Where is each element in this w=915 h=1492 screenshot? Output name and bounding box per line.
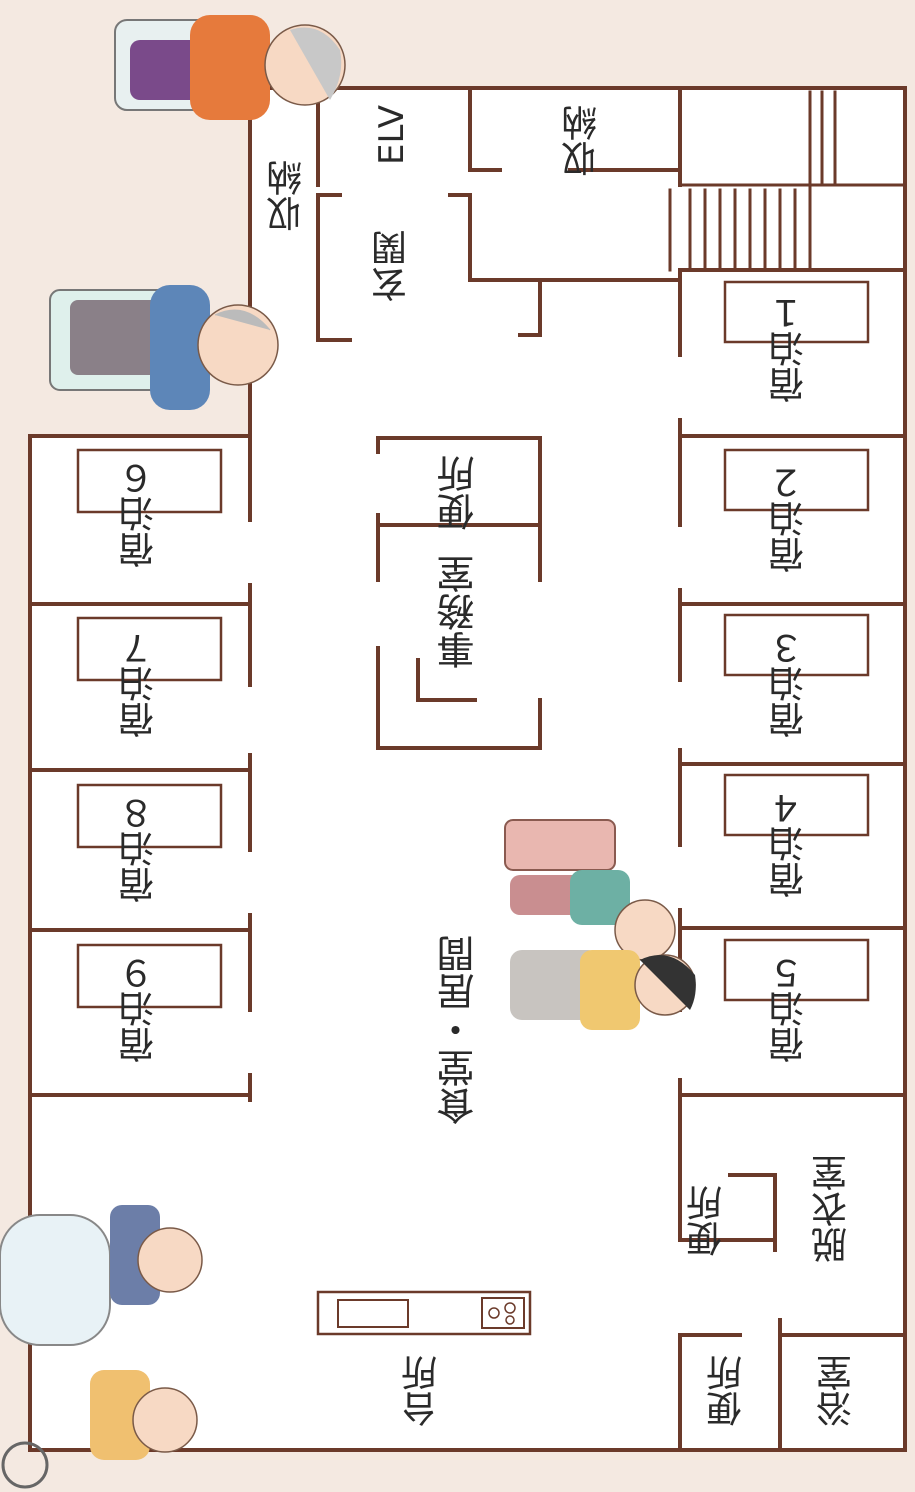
room-elv-label: ELV	[372, 105, 412, 165]
room-genkan-label: 玄関	[372, 230, 413, 302]
bed-stay5	[723, 938, 870, 1002]
elders-at-table-icon	[0, 1205, 203, 1489]
room-stay4-label: 宿泊４	[769, 790, 810, 898]
bed-stay2	[723, 448, 870, 512]
right-wing-walls	[678, 86, 907, 1452]
room-stay5-label: 宿泊５	[769, 955, 810, 1063]
room-dining-label: 食堂・居間	[437, 935, 481, 1125]
elderly-man-in-wheelchair-icon	[49, 285, 279, 410]
bed-stay8	[76, 783, 223, 849]
room-office-label: 事務室	[437, 555, 481, 669]
room-stay3-label: 宿泊３	[769, 630, 810, 738]
elderly-man-in-chair-icon	[114, 15, 346, 120]
room-storage-top-label: 収納	[562, 105, 603, 177]
room-stay6-label: 宿泊６	[119, 460, 160, 568]
office-walls	[376, 436, 542, 750]
room-toilet-center-label: 便所	[437, 455, 481, 531]
room-toilet-right-label: 便所	[687, 1185, 728, 1257]
room-toilet-bottom-label: 便所	[707, 1355, 748, 1427]
caregiver-helping-elder-icon	[504, 819, 696, 1030]
room-kitchen-label: 台所	[402, 1355, 443, 1427]
bed-stay7	[76, 616, 223, 682]
beds	[76, 280, 870, 1009]
room-bath-label: 浴室	[817, 1355, 858, 1427]
bed-stay4	[723, 773, 870, 837]
left-wing-walls	[28, 434, 252, 1102]
room-storage-left-label: 収納	[267, 160, 308, 232]
bed-stay3	[723, 613, 870, 677]
bed-stay9	[76, 943, 223, 1009]
kitchen-counter	[316, 1290, 532, 1336]
room-changing-label: 脱衣室	[812, 1155, 853, 1263]
room-stay1-label: 宿泊１	[769, 295, 810, 403]
stairs	[668, 90, 907, 272]
bed-stay1	[723, 280, 870, 344]
room-stay8-label: 宿泊８	[119, 795, 160, 903]
room-stay9-label: 宿泊９	[119, 955, 160, 1063]
bed-stay6	[76, 448, 223, 514]
room-stay7-label: 宿泊７	[119, 630, 160, 738]
room-stay2-label: 宿泊２	[769, 465, 810, 573]
